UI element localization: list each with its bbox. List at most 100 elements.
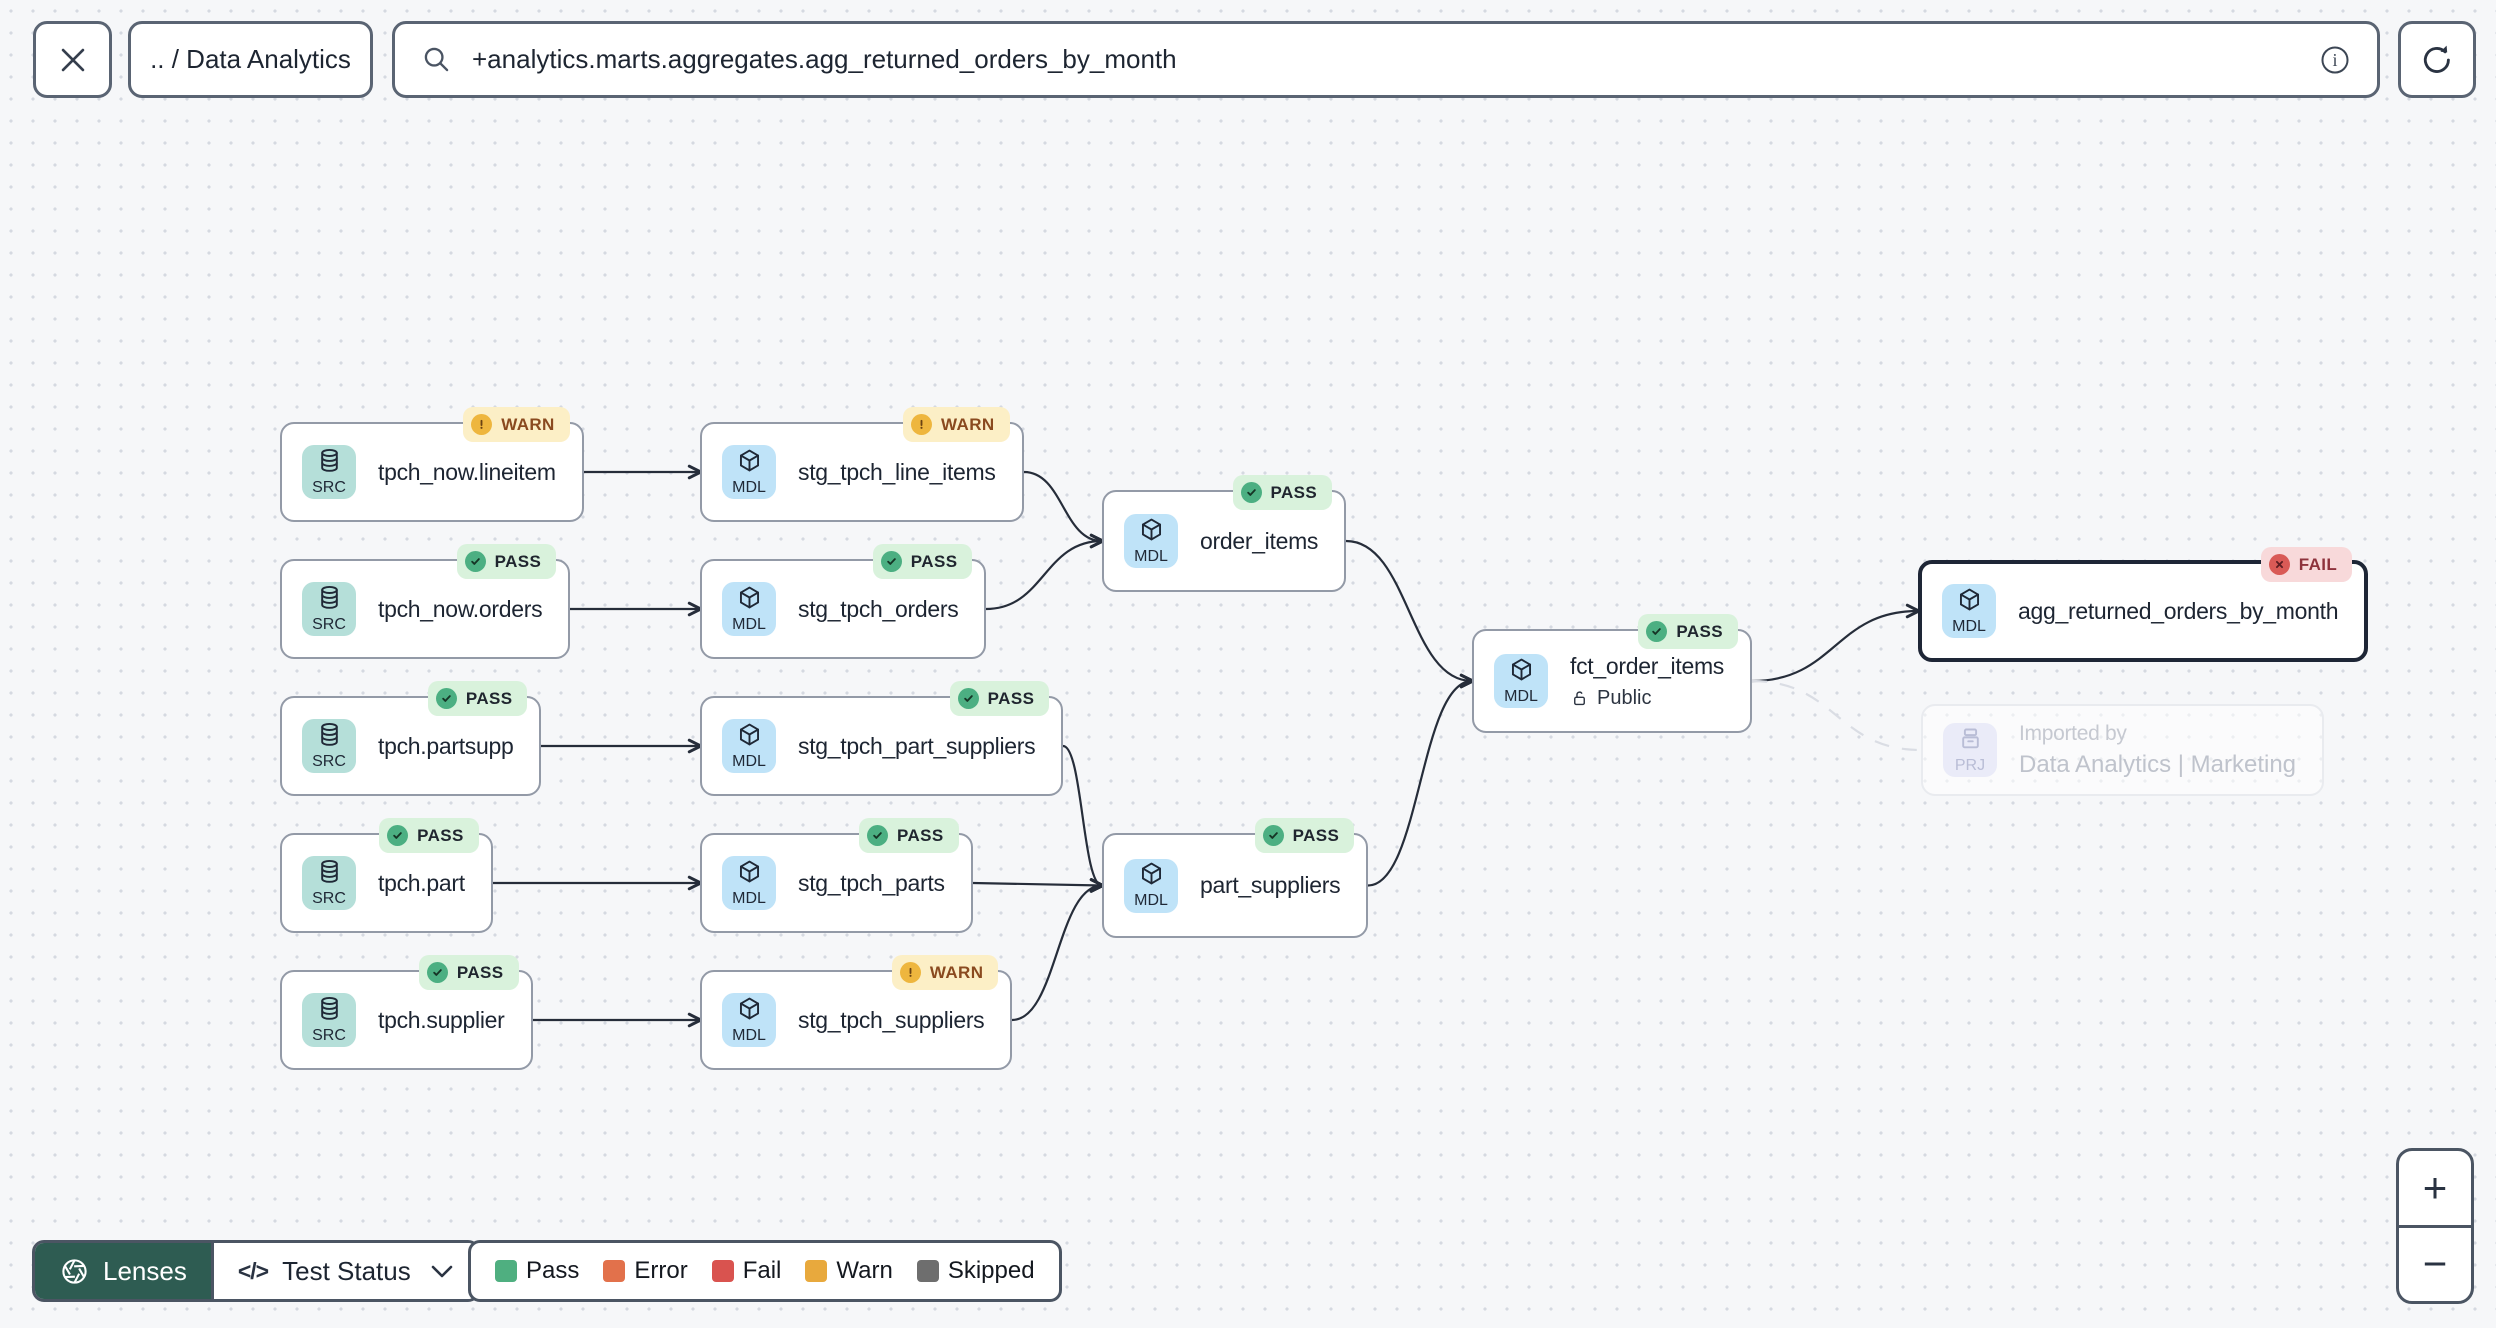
status-label: WARN xyxy=(501,414,555,434)
node-title: stg_tpch_parts xyxy=(798,869,945,896)
search-input[interactable] xyxy=(470,43,2301,76)
node-type-label: SRC xyxy=(312,615,346,633)
status-label: PASS xyxy=(897,825,944,845)
status-badge: WARN xyxy=(463,407,570,442)
node-stg_tpch_parts[interactable]: PASS MDL stg_tpch_parts xyxy=(700,818,973,933)
zoom-out-button[interactable]: − xyxy=(2399,1224,2471,1302)
status-dot-icon xyxy=(435,688,457,709)
node-tpch_now_lineitem[interactable]: WARN SRC tpch_now.lineitem xyxy=(280,407,584,522)
node-type-label: SRC xyxy=(312,478,346,496)
node-sublabel: Data Analytics | Marketing xyxy=(2019,750,2297,778)
breadcrumb[interactable]: .. / Data Analytics xyxy=(128,21,373,98)
node-tpch_supplier[interactable]: PASS SRC tpch.supplier xyxy=(280,955,533,1070)
node-tpch_now_orders[interactable]: PASS SRC tpch_now.orders xyxy=(280,544,571,659)
node-stg_tpch_suppliers[interactable]: WARN MDL stg_tpch_suppliers xyxy=(700,955,1013,1070)
status-badge: PASS xyxy=(427,681,528,716)
zoom-in-button[interactable]: + xyxy=(2399,1151,2471,1225)
legend-item: Fail xyxy=(711,1257,782,1285)
project-icon xyxy=(1957,725,1984,757)
legend-swatch xyxy=(805,1260,828,1282)
edge-stg_tpch_parts-to-part_suppliers xyxy=(972,878,1105,893)
minus-icon: − xyxy=(2422,1240,2448,1288)
node-part_suppliers[interactable]: PASS MDL part_suppliers xyxy=(1102,818,1369,938)
lenses-button[interactable]: Lenses xyxy=(35,1243,211,1299)
node-imported_by[interactable]: PRJ Imported by Data Analytics | Marketi… xyxy=(1921,704,2325,796)
status-dot-icon xyxy=(899,962,921,983)
node-type-icon: SRC xyxy=(302,856,356,910)
status-label: PASS xyxy=(910,551,958,571)
legend-label: Error xyxy=(634,1257,688,1284)
status-dot-icon xyxy=(911,414,933,435)
edge-stg_tpch_line_items-to-order_items xyxy=(1023,470,1105,549)
node-title: agg_returned_orders_by_month xyxy=(2018,597,2339,624)
node-agg_returned_orders_by_month[interactable]: FAIL MDL agg_returned_orders_by_month xyxy=(1918,547,2369,662)
node-title: tpch_now.orders xyxy=(378,595,543,622)
node-type-label: MDL xyxy=(1134,892,1168,910)
close-button[interactable] xyxy=(33,21,112,98)
node-tpch_part[interactable]: PASS SRC tpch.part xyxy=(280,818,493,933)
node-type-icon: MDL xyxy=(1494,654,1548,708)
info-icon[interactable]: i xyxy=(2319,44,2351,76)
node-type-label: MDL xyxy=(1134,547,1168,565)
node-order_items[interactable]: PASS MDL order_items xyxy=(1102,475,1347,592)
search-box[interactable]: i xyxy=(392,21,2380,98)
node-stg_tpch_orders[interactable]: PASS MDL stg_tpch_orders xyxy=(700,544,987,659)
node-type-icon: MDL xyxy=(722,719,776,773)
refresh-button[interactable] xyxy=(2398,21,2476,98)
status-badge: PASS xyxy=(379,818,479,853)
status-dot-icon xyxy=(464,551,486,572)
node-type-icon: SRC xyxy=(302,582,356,636)
status-label: PASS xyxy=(465,688,513,708)
status-badge: PASS xyxy=(1254,818,1355,853)
refresh-icon xyxy=(2419,42,2455,78)
database-icon xyxy=(316,721,343,753)
cube-icon xyxy=(1956,586,1983,618)
status-label: PASS xyxy=(456,962,504,982)
legend-label: Pass xyxy=(526,1257,580,1284)
status-badge: PASS xyxy=(456,544,557,579)
node-fct_order_items[interactable]: PASS MDL fct_order_items Public xyxy=(1472,614,1753,733)
cube-icon xyxy=(736,447,763,479)
node-title: tpch.part xyxy=(378,869,465,896)
node-type-label: PRJ xyxy=(1954,756,1986,774)
node-type-label: SRC xyxy=(312,1026,346,1044)
search-icon xyxy=(421,44,452,75)
node-sublabel: Public xyxy=(1570,687,1724,710)
status-dot-icon xyxy=(1646,621,1668,642)
status-label: WARN xyxy=(929,962,984,982)
status-dot-icon xyxy=(880,551,902,572)
zoom-controls: + − xyxy=(2396,1148,2474,1304)
cube-icon xyxy=(1508,656,1535,688)
node-type-icon: MDL xyxy=(1124,858,1178,913)
status-dot-icon xyxy=(387,825,409,846)
edge-part_suppliers-to-fct_order_items xyxy=(1367,673,1475,887)
status-badge: PASS xyxy=(872,544,973,579)
lenses-label: Lenses xyxy=(103,1255,187,1286)
node-type-icon: SRC xyxy=(302,445,356,499)
status-badge: PASS xyxy=(418,955,519,990)
test-status-label: Test Status xyxy=(282,1255,411,1286)
node-title: stg_tpch_line_items xyxy=(798,458,996,485)
legend-label: Fail xyxy=(742,1257,782,1284)
lock-open-icon xyxy=(1570,689,1589,708)
node-title: order_items xyxy=(1200,527,1319,554)
legend-swatch xyxy=(495,1260,517,1282)
plus-icon: + xyxy=(2422,1163,2448,1211)
node-stg_tpch_line_items[interactable]: WARN MDL stg_tpch_line_items xyxy=(700,407,1024,522)
legend-swatch xyxy=(711,1260,734,1282)
database-icon xyxy=(316,447,343,479)
test-status-dropdown[interactable]: </> Test Status xyxy=(210,1243,477,1299)
status-label: FAIL xyxy=(2298,554,2338,574)
database-icon xyxy=(316,858,343,890)
lenses-control: Lenses </> Test Status xyxy=(32,1240,480,1302)
node-type-icon: SRC xyxy=(302,993,356,1047)
node-tpch_partsupp[interactable]: PASS SRC tpch.partsupp xyxy=(280,681,542,796)
edge-stg_tpch_orders-to-order_items xyxy=(985,533,1105,611)
breadcrumb-label: .. / Data Analytics xyxy=(150,44,351,74)
edge-stg_tpch_part_suppliers-to-part_suppliers xyxy=(1062,744,1105,893)
node-type-icon: PRJ xyxy=(1943,723,1997,777)
cube-icon xyxy=(736,995,763,1027)
status-label: PASS xyxy=(987,688,1035,708)
node-stg_tpch_part_suppliers[interactable]: PASS MDL stg_tpch_part_suppliers xyxy=(700,681,1064,796)
